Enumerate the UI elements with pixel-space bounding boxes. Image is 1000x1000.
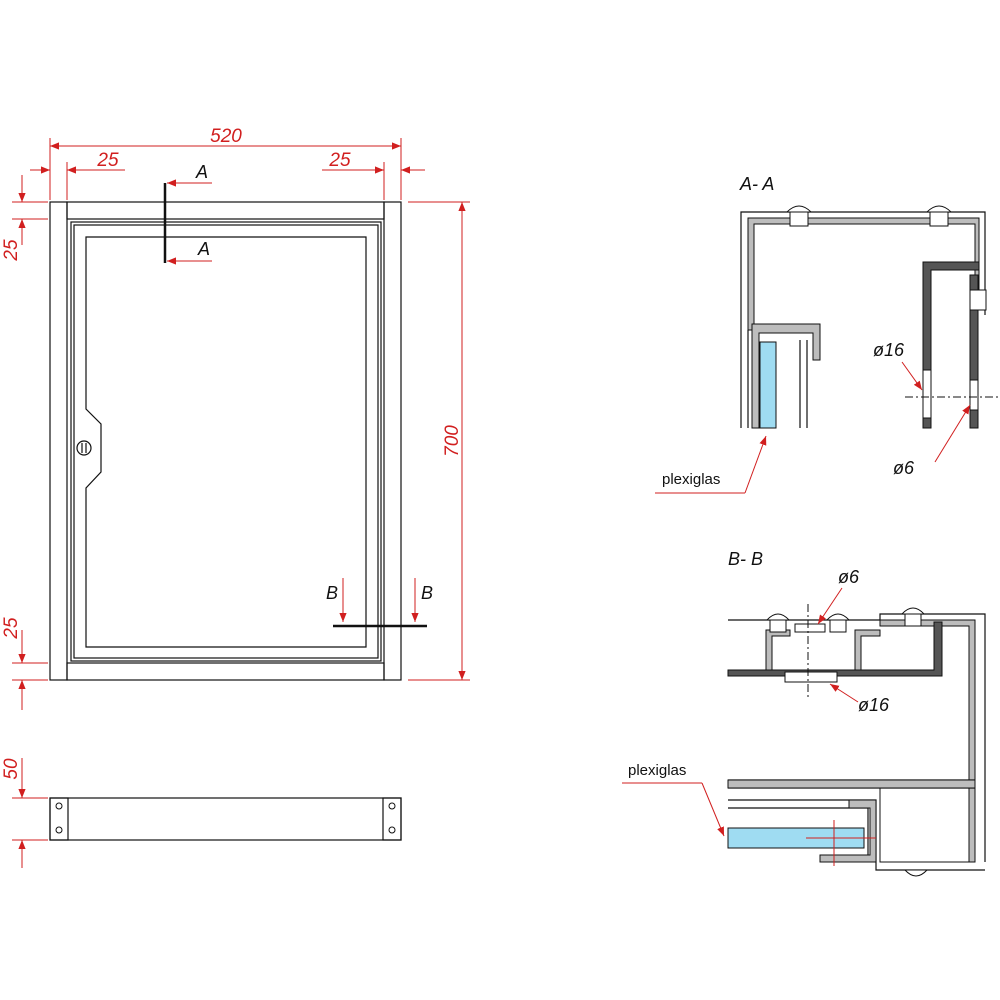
dim-left-offset-text: 25 (96, 150, 119, 171)
screw-icon (785, 205, 813, 227)
screw-icon (925, 205, 953, 227)
section-b-frame-grey (879, 619, 976, 863)
bottom-view: 50 (1, 758, 402, 868)
dim-right-offset-text: 25 (328, 150, 351, 171)
screw-icon (825, 613, 851, 633)
door-outer (70, 221, 382, 662)
screw-icon (903, 869, 929, 877)
dim-depth-text: 50 (1, 758, 22, 780)
screw-icon (765, 613, 791, 633)
screw-icon (55, 802, 63, 810)
dim-width-text: 520 (210, 126, 242, 147)
dimension-top-offset: 25 (1, 175, 48, 262)
screw-icon (388, 802, 396, 810)
screw-icon (969, 289, 987, 311)
section-a-detail: A- A ø16 ø6 plexiglas (655, 174, 1000, 494)
bottom-rail (66, 662, 385, 681)
dimension-right-offset: 25 (322, 150, 425, 200)
bottom-view-left-cap (49, 797, 69, 841)
section-b-plexiglas-label: plexiglas (628, 762, 686, 779)
lock-icon (76, 440, 92, 456)
dim-height-text: 700 (442, 425, 463, 457)
screw-icon (388, 826, 396, 834)
dimension-height: 700 (408, 201, 470, 681)
front-view: 520 25 25 700 25 (1, 126, 470, 710)
left-post (49, 201, 68, 681)
section-a-top-label: A (195, 162, 208, 182)
section-b-door-profile-2 (854, 629, 881, 671)
section-a-title: A- A (739, 174, 774, 194)
section-a-plexiglas-label: plexiglas (662, 471, 720, 488)
section-a-frame-outer (740, 211, 986, 428)
bottom-view-right-cap (382, 797, 402, 841)
section-b-hole-large: ø16 (858, 695, 890, 715)
section-a-frame-grey (747, 217, 980, 331)
dimension-left-offset: 25 (30, 150, 125, 200)
dimension-bottom-offset: 25 (1, 617, 48, 710)
section-b-left-label: B (326, 583, 338, 603)
door-window (85, 236, 367, 648)
section-b-dark-base (727, 621, 943, 677)
section-a-bottom-label: A (197, 239, 210, 259)
door-inner-1 (73, 224, 379, 659)
section-b-title: B- B (728, 549, 763, 569)
top-rail (66, 201, 385, 220)
screw-icon (55, 826, 63, 834)
section-b-cut: B B (326, 578, 433, 628)
dim-top-offset-text: 25 (1, 239, 22, 262)
section-a-cut: A A (163, 162, 212, 265)
dim-bottom-offset-text: 25 (1, 617, 22, 640)
section-b-hole-small: ø6 (838, 567, 860, 587)
section-a-hole-small: ø6 (893, 458, 915, 478)
bottom-view-body (49, 797, 402, 841)
section-a-door-profile (751, 323, 821, 429)
screw-icon (900, 607, 926, 627)
section-a-plexiglas (759, 341, 777, 429)
section-a-hole-large: ø16 (873, 340, 905, 360)
section-b-detail: B- B ø6 ø16 (622, 549, 986, 877)
dimension-depth: 50 (1, 758, 48, 868)
right-post (383, 201, 402, 681)
section-b-right-label: B (421, 583, 433, 603)
section-b-door-profile (741, 629, 791, 677)
